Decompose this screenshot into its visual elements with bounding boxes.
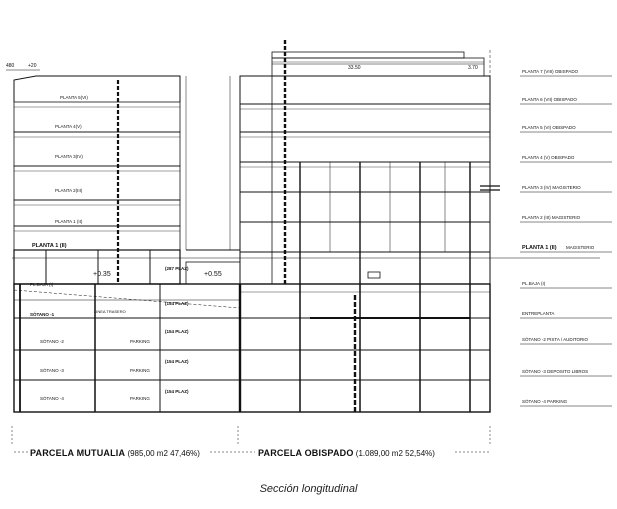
- parcel-mutualia-info: (985,00 m2 47,46%): [127, 449, 200, 458]
- right-label-planta-6: PLANTA 6 (VII) OBISPADO: [522, 97, 577, 102]
- right-label-planta-7: PLANTA 7 (VIII) OBISPADO: [522, 69, 579, 74]
- right-building: [239, 40, 500, 285]
- parcel-obispado-info: (1.089,00 m2 52,54%): [355, 449, 435, 458]
- right-label-entreplanta: ENTREPLANTA: [522, 311, 554, 316]
- dim-top-span: 33.50: [348, 65, 361, 71]
- right-label-sotano-4: SÓTANO -4 PARKING: [522, 398, 568, 404]
- parcel-obispado-name: PARCELA OBISPADO: [258, 448, 354, 458]
- right-label-planta-5: PLANTA 5 (VI) OBISPADO: [522, 125, 576, 130]
- label-planta-1: PLANTA 1 (II): [55, 219, 83, 224]
- tag-2: (154 PLAZ): [165, 301, 189, 306]
- tag-4: (154 PLAZ): [165, 359, 189, 364]
- dim-top-right: 3.70: [468, 65, 478, 71]
- level-035: +0.35: [93, 271, 111, 278]
- dim-20: +20: [28, 63, 37, 69]
- right-label-pl-baja: PL.BAJA (I): [522, 281, 546, 286]
- right-label-planta-3: PLANTA 3 (IV) MAGISTERIO: [522, 185, 581, 190]
- parcel-obispado: PARCELA OBISPADO (1.089,00 m2 52,54%): [258, 448, 435, 458]
- label-sotano-1: SÓTANO -1: [30, 310, 55, 317]
- basement-block: [13, 283, 491, 413]
- label-pl-baja: PL.BAJA (I): [30, 282, 54, 287]
- right-label-planta-2: PLANTA 2 (III) MAGISTERIO: [522, 215, 581, 220]
- left-building: [13, 75, 181, 285]
- tag-5: (154 PLAZ): [165, 389, 189, 394]
- right-label-planta-1: PLANTA 1 (II): [522, 245, 557, 251]
- right-label-underlines: [520, 75, 612, 407]
- tag-1: (287 PLAZ): [165, 266, 189, 271]
- tag-3: (154 PLAZ): [165, 329, 189, 334]
- right-label-sotano-3: SÓTANO -3 DEPOSITO LIBROS: [522, 368, 588, 374]
- parcel-mutualia-name: PARCELA MUTUALIA: [30, 448, 126, 458]
- label-sotano-3: SÓTANO -3: [40, 367, 64, 373]
- label-parking-4: PARKING: [130, 396, 150, 401]
- label-sotano-1-note: LINEA TRASERO: [94, 309, 126, 314]
- right-label-planta-4: PLANTA 4 (V) OBISPADO: [522, 155, 575, 160]
- dim-480: 480: [6, 63, 15, 69]
- figure-caption: Sección longitudinal: [259, 483, 358, 495]
- dimension-lines: [6, 63, 491, 453]
- level-055: +0.55: [204, 271, 222, 278]
- label-planta-3: PLANTA 3(IV): [55, 154, 83, 159]
- right-label-sotano-2: SÓTANO -2 PISTA / AUDITORIO: [522, 336, 589, 342]
- label-planta-5: PLANTA 5(VI): [60, 95, 88, 100]
- middle-structure: [185, 76, 241, 285]
- right-label-planta-1-use: MAGISTERIO: [566, 245, 595, 250]
- label-planta-2: PLANTA 2(III): [55, 188, 83, 193]
- label-planta-4: PLANTA 4(V): [55, 124, 82, 129]
- label-sotano-2: SÓTANO -2: [40, 338, 64, 344]
- label-planta-1-bold: PLANTA 1 (II): [32, 243, 67, 249]
- label-sotano-4: SÓTANO -4: [40, 395, 64, 401]
- label-parking-2: PARKING: [130, 339, 150, 344]
- label-parking-3: PARKING: [130, 368, 150, 373]
- parcel-mutualia: PARCELA MUTUALIA (985,00 m2 47,46%): [30, 448, 200, 458]
